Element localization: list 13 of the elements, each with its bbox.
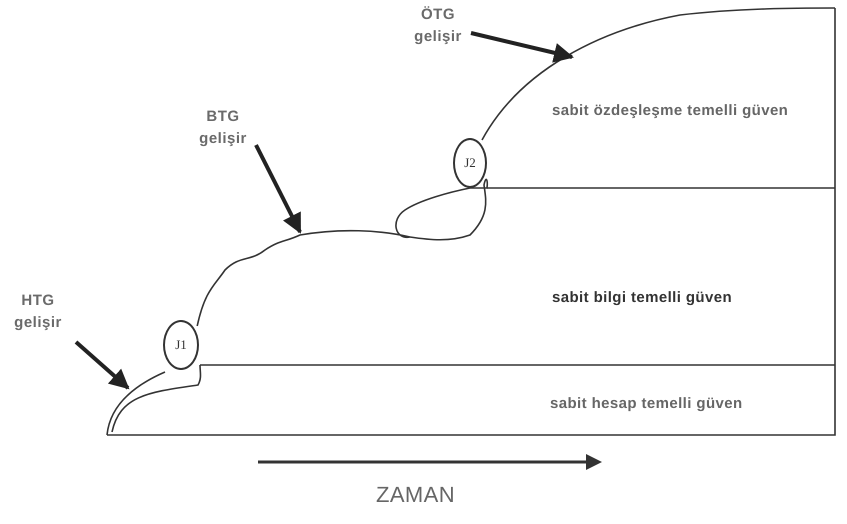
phase-label: HTG gelişir: [0, 290, 76, 342]
band-label: sabit özdeşleşme temelli güven: [552, 101, 790, 121]
curve-line: [196, 187, 470, 326]
phase-label: ÖTG gelişir: [405, 4, 471, 48]
arrow: [254, 144, 302, 234]
arrow: [470, 31, 574, 63]
junction-ellipse: J2: [453, 138, 487, 188]
junction-ellipse: J1: [163, 320, 199, 370]
axis-label: ZAMAN: [376, 484, 456, 505]
phase-label: BTG gelişir: [190, 106, 256, 150]
band-label: sabit hesap temelli güven: [550, 394, 744, 414]
arrow: [74, 340, 130, 390]
band-label: sabit bilgi temelli güven: [552, 288, 734, 308]
